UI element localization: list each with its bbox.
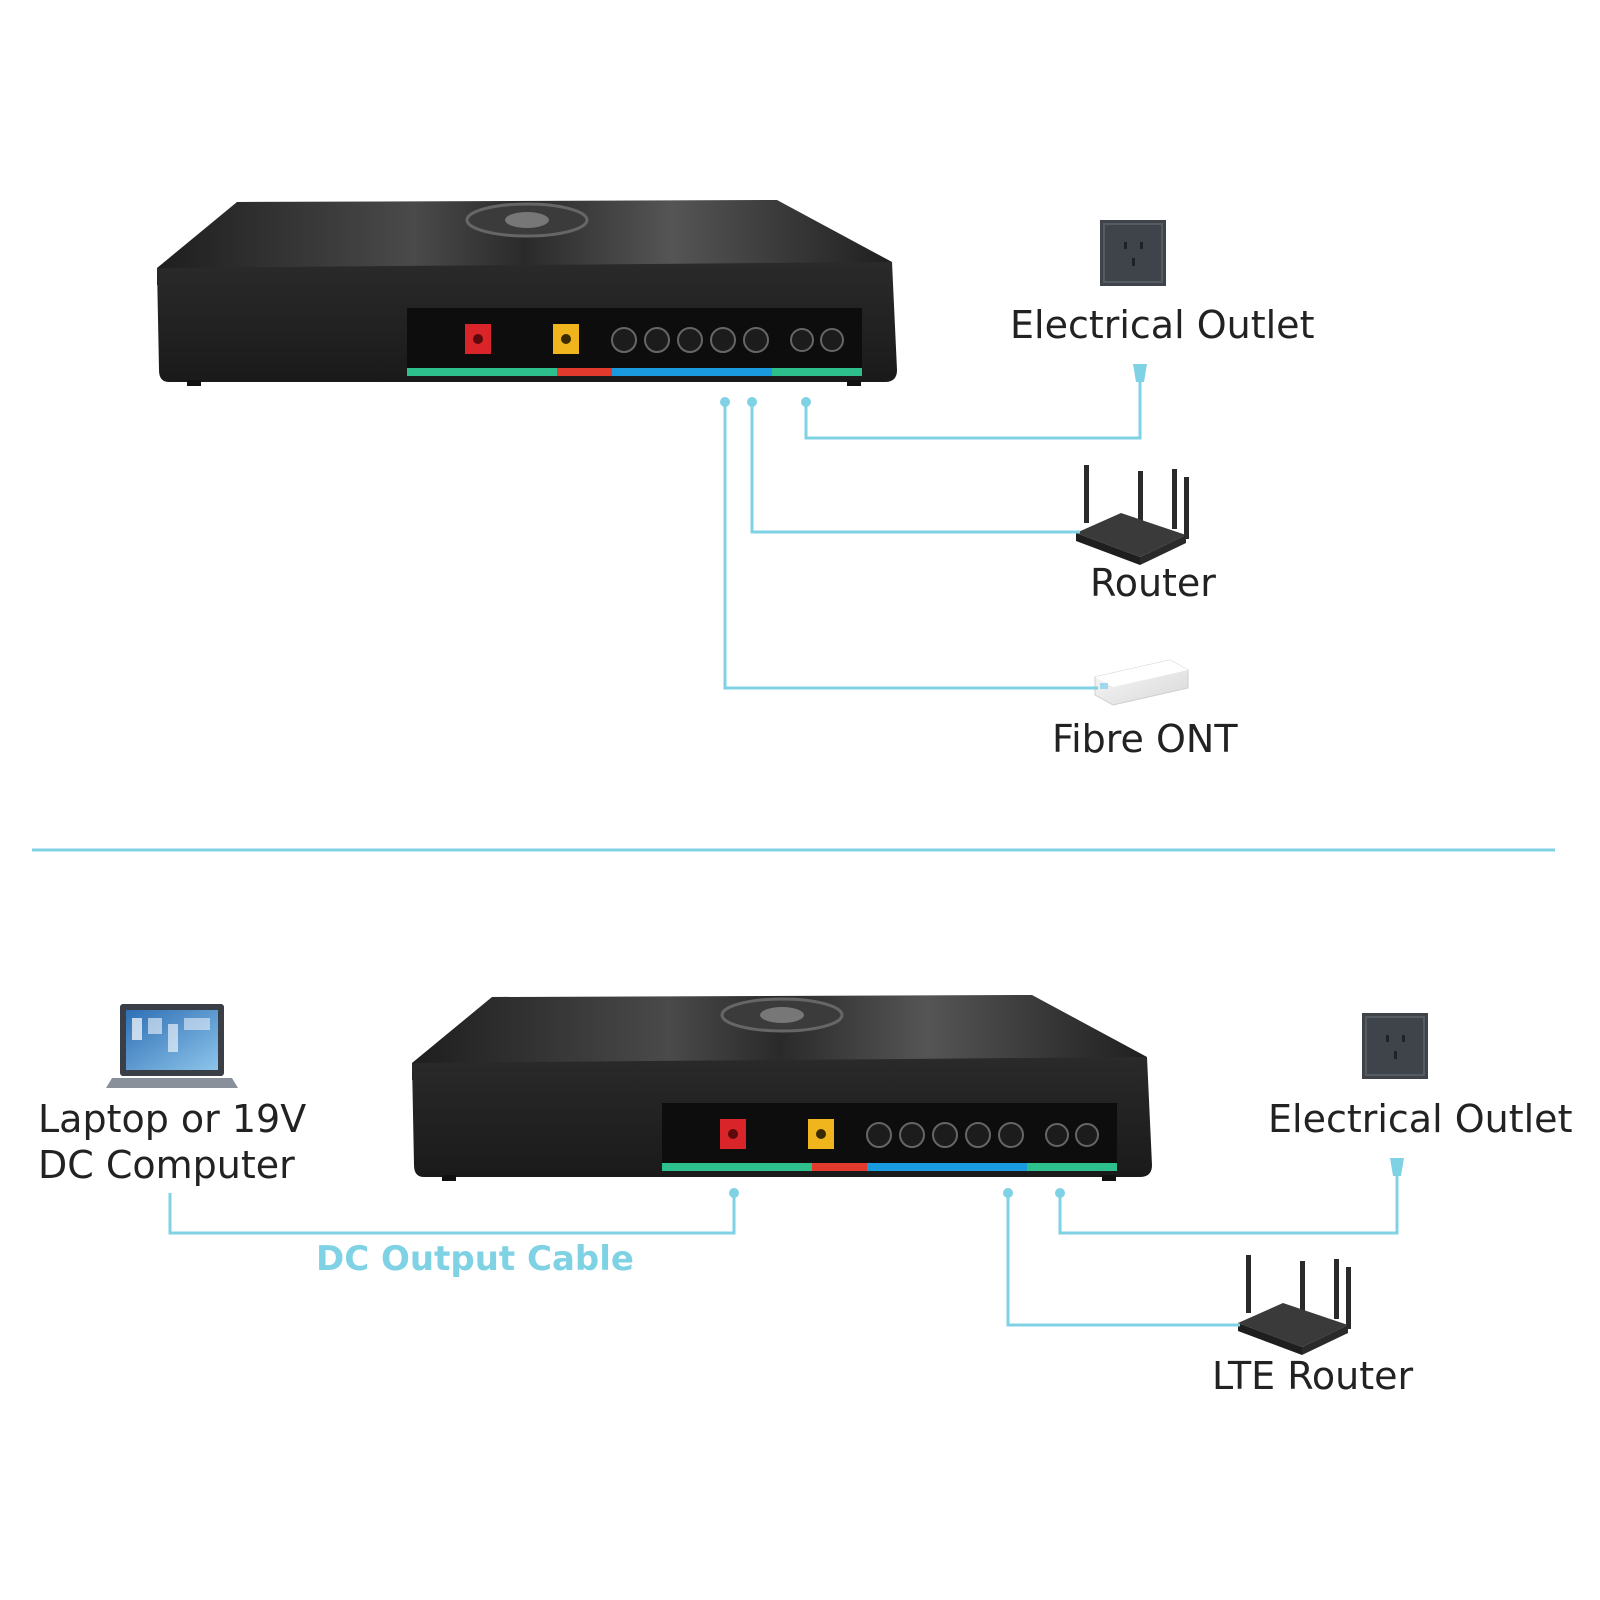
cable-connector-dot — [729, 1188, 739, 1198]
lte-router-cable — [1006, 1193, 1240, 1327]
wifi-router-icon — [1076, 465, 1189, 565]
outlet-cable-top — [804, 378, 1142, 440]
wall-outlet-icon — [1099, 219, 1167, 287]
router-label: Router — [1090, 561, 1216, 605]
cable-connector-dot — [801, 397, 811, 407]
dc-ups-device-top — [155, 198, 899, 388]
wifi-router-icon — [1238, 1255, 1351, 1355]
laptop-icon — [106, 1004, 238, 1088]
cable-connector-dot — [1003, 1188, 1013, 1198]
electrical-outlet-label-bottom: Electrical Outlet — [1268, 1097, 1573, 1141]
lte-router-label: LTE Router — [1212, 1354, 1414, 1398]
outlet-cable-bottom — [1058, 1172, 1399, 1235]
dc-ups-device-bottom — [410, 993, 1154, 1183]
fibre-ont-icon — [1094, 659, 1189, 706]
cable-connector-dot — [720, 397, 730, 407]
laptop-label-line2: DC Computer — [38, 1143, 295, 1187]
laptop-label: Laptop or 19V DC Computer — [38, 1096, 306, 1188]
laptop-label-line1: Laptop or 19V — [38, 1097, 307, 1141]
wall-outlet-icon — [1361, 1012, 1429, 1080]
ont-cable-top — [723, 402, 1098, 690]
electrical-outlet-label-top: Electrical Outlet — [1010, 303, 1315, 347]
dc-output-cable-label: DC Output Cable — [316, 1239, 634, 1279]
plug-icon — [1390, 1158, 1404, 1176]
plug-icon — [1133, 364, 1147, 382]
cable-connector-dot — [1055, 1188, 1065, 1198]
fibre-ont-label: Fibre ONT — [1052, 717, 1238, 761]
cable-connector-dot — [747, 397, 757, 407]
router-cable-top — [750, 402, 1080, 534]
dc-output-cable — [168, 1193, 736, 1235]
